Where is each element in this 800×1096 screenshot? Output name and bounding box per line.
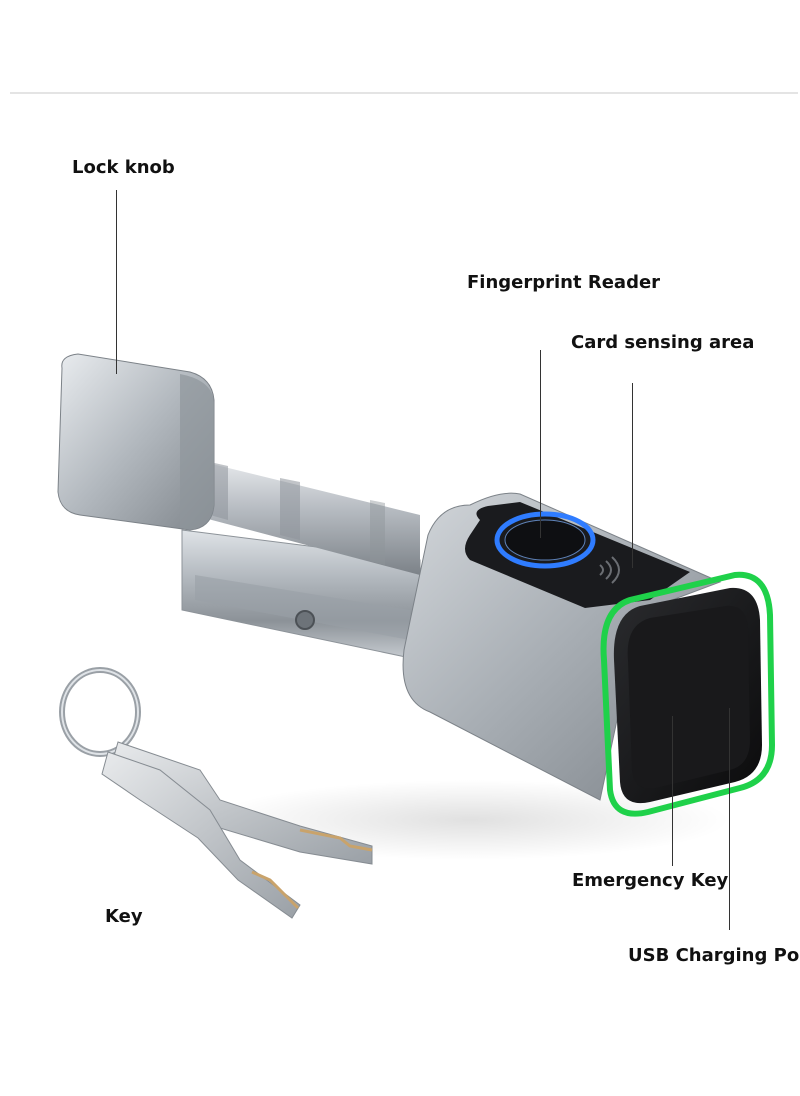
lock-knob-label: Lock knob [72,157,175,178]
key-label: Key [105,906,143,927]
usb-charging-port-label: USB Charging Port [628,945,800,966]
usb-charging-port-leader [729,708,730,930]
emergency-key-label: Emergency Key [572,870,729,891]
fingerprint-reader-leader [540,350,541,538]
top-divider [10,92,798,94]
emergency-key-leader [672,716,673,866]
lock-knob-leader [116,190,117,374]
card-sensing-area-label: Card sensing area [571,332,755,353]
card-sensing-area-leader [632,383,633,568]
fingerprint-reader-label: Fingerprint Reader [467,272,661,293]
